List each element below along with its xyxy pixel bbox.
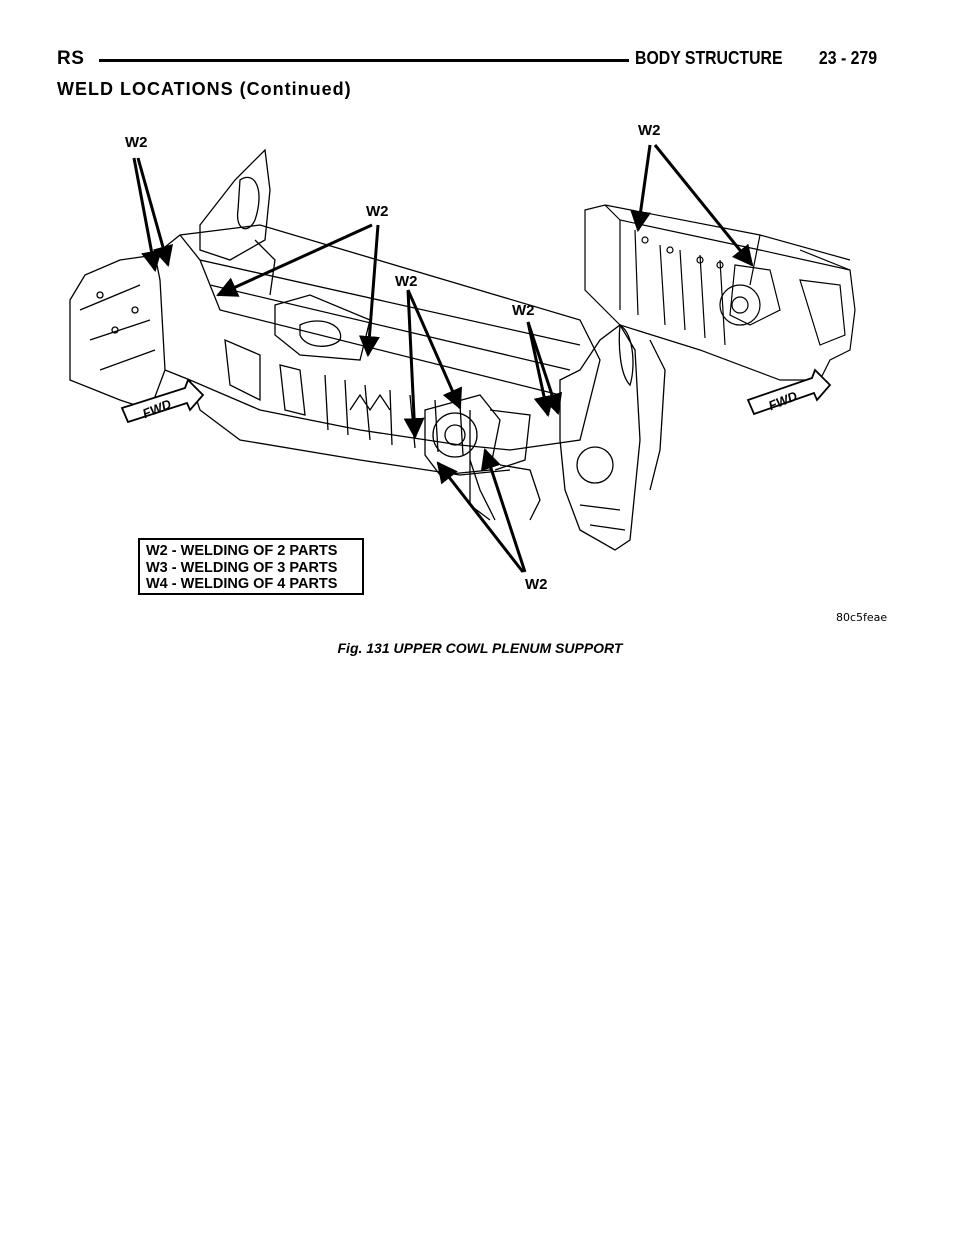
- cowl-assembly: [69, 148, 666, 551]
- inset-detail: [584, 204, 856, 381]
- weld-legend: W2 - WELDING OF 2 PARTS W3 - WELDING OF …: [138, 538, 364, 595]
- legend-w2: W2 - WELDING OF 2 PARTS: [146, 543, 338, 559]
- callout-w2-center: W2: [395, 273, 418, 290]
- callout-w2-plenum: W2: [366, 203, 389, 220]
- fwd-arrow-right: FWD: [746, 368, 832, 416]
- header-rule: [99, 59, 629, 62]
- legend-w4: W4 - WELDING OF 4 PARTS: [146, 576, 338, 592]
- cowl-drawing: FWD FWD: [69, 144, 856, 573]
- weld-diagram: FWD FWD W2 W2 W2 W2 W2 W2: [60, 110, 900, 630]
- figure-code: 80c5feae: [836, 611, 888, 624]
- callout-w2-bottom: W2: [525, 576, 548, 593]
- manual-code: RS: [57, 48, 85, 69]
- figure-caption: Fig. 131 UPPER COWL PLENUM SUPPORT: [337, 640, 623, 656]
- page-number: 23 - 279: [818, 48, 877, 68]
- callout-w2-right-bracket: W2: [512, 302, 535, 319]
- page-header: RS BODY STRUCTURE 23 - 279: [57, 44, 877, 74]
- callout-leaders: [132, 144, 754, 573]
- callout-w2-inset: W2: [638, 122, 661, 139]
- callout-w2-left-top: W2: [125, 134, 148, 151]
- legend-w3: W3 - WELDING OF 3 PARTS: [146, 559, 338, 576]
- section-name: BODY STRUCTURE: [635, 48, 783, 68]
- section-title: WELD LOCATIONS (Continued): [57, 79, 352, 99]
- fwd-arrow-left: FWD: [120, 378, 205, 424]
